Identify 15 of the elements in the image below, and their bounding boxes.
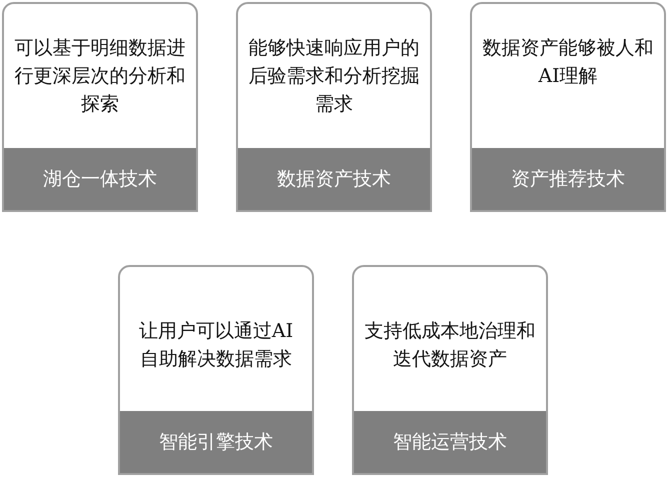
feature-card	[2, 2, 198, 212]
feature-card	[352, 265, 548, 475]
card-description: 让用户可以通过AI自助解决数据需求	[138, 319, 294, 372]
feature-card	[470, 2, 666, 212]
feature-card	[118, 265, 314, 475]
feature-card	[236, 2, 432, 212]
card-description: 可以基于明细数据进行更深层次的分析和探索	[14, 36, 186, 117]
card-description: 能够快速响应用户的后验需求和分析挖掘需求	[248, 36, 420, 117]
card-description: 支持低成本地治理和迭代数据资产	[364, 319, 536, 372]
card-footer-label: 数据资产技术	[238, 148, 430, 210]
card-footer-label: 智能引擎技术	[120, 411, 312, 473]
card-footer-label: 湖仓一体技术	[4, 148, 196, 210]
card-footer-label: 智能运营技术	[354, 411, 546, 473]
card-description: 数据资产能够被人和AI理解	[482, 36, 654, 89]
card-footer-label: 资产推荐技术	[472, 148, 664, 210]
